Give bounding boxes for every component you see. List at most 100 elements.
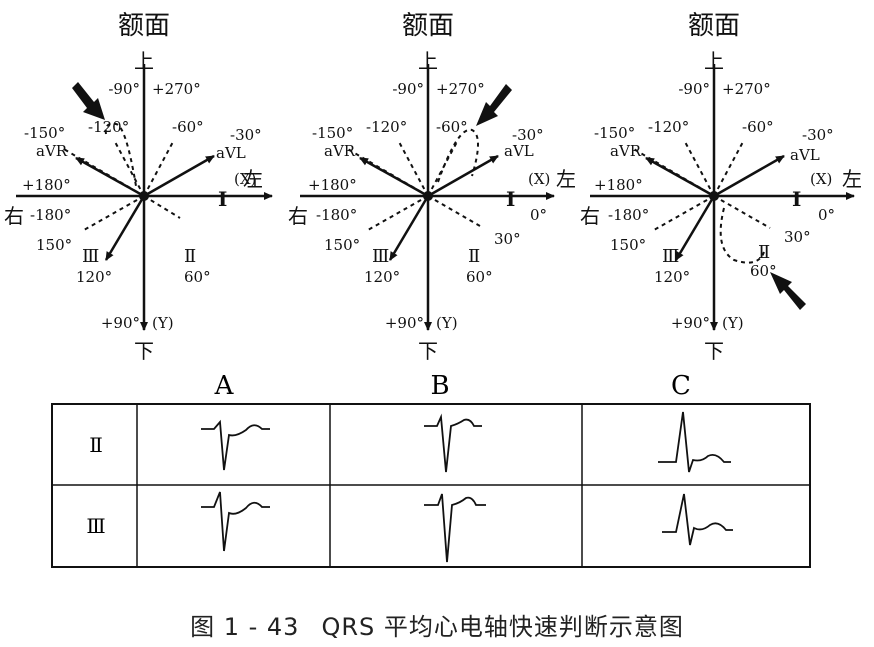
label-minus150: -150°: [24, 124, 65, 142]
origin-dot: [709, 191, 719, 201]
axis-diagram-b: 额面 上 下 右 左 -90° +270° -150° -120° -60° -…: [288, 11, 576, 363]
row-header-lead2: Ⅱ: [89, 433, 103, 457]
label-minus30: -30°: [802, 126, 834, 144]
ecg-waveform-icon: [424, 413, 482, 473]
avl-lead-arrow: [143, 154, 215, 198]
dashed-axis-150: [653, 195, 715, 231]
avr-lead-arrow: [359, 156, 429, 198]
label-lead3: Ⅲ: [662, 246, 679, 267]
label-y-axis: (Y): [722, 314, 744, 332]
label-minus120: -120°: [366, 118, 407, 136]
label-minus150: -150°: [594, 124, 635, 142]
label-120: 120°: [76, 268, 112, 286]
label-minus180: -180°: [316, 206, 357, 224]
dashed-axis-30: [427, 195, 481, 227]
direction-left-label: 左: [556, 167, 576, 191]
label-x-axis: (X): [528, 170, 550, 188]
direction-left-label: 左: [243, 167, 263, 191]
frontal-plane-heading: 额面: [688, 11, 740, 41]
label-plus270: +270°: [722, 80, 771, 98]
label-minus180: -180°: [30, 206, 71, 224]
direction-right-label: 右: [580, 204, 600, 228]
label-minus60: -60°: [172, 118, 204, 136]
label-plus90: +90°: [671, 314, 710, 332]
label-y-axis: (Y): [436, 314, 458, 332]
qrs-axis-curve: [104, 122, 137, 187]
ecg-waveform-icon: [662, 493, 733, 546]
origin-dot: [139, 191, 149, 201]
label-lead2: Ⅱ: [468, 246, 480, 267]
label-plus180: +180°: [22, 176, 71, 194]
ecg-waveform-icon: [201, 491, 270, 552]
label-0: 0°: [530, 206, 547, 224]
figure-caption-text: QRS 平均心电轴快速判断示意图: [321, 613, 684, 641]
label-minus120: -120°: [88, 118, 129, 136]
label-avl: aVL: [504, 142, 534, 160]
label-150: 150°: [324, 236, 360, 254]
lead3-arrow: [674, 195, 716, 261]
label-60: 60°: [466, 268, 493, 286]
direction-up-label: 上: [704, 49, 724, 73]
label-minus180: -180°: [608, 206, 649, 224]
direction-left-label: 左: [842, 167, 862, 191]
label-avl: aVL: [790, 146, 820, 164]
label-minus90: -90°: [392, 80, 424, 98]
row-header-lead3: Ⅲ: [86, 514, 105, 538]
label-lead3: Ⅲ: [82, 246, 99, 267]
avr-lead-arrow: [75, 156, 145, 198]
direction-up-label: 上: [134, 49, 154, 73]
label-150: 150°: [36, 236, 72, 254]
ecg-waveform-icon: [201, 419, 270, 471]
axis-diagram-a: 额面 上 下 右 左 -90° +270° -150° -120° -60° -…: [4, 11, 273, 363]
ecg-waveform-icon: [424, 493, 486, 563]
frontal-plane-heading: 额面: [118, 11, 170, 41]
dashed-axis-minus60: [713, 139, 745, 197]
label-plus270: +270°: [152, 80, 201, 98]
direction-down-label: 下: [134, 339, 154, 363]
pointer-arrow-icon: [770, 272, 806, 310]
label-plus90: +90°: [101, 314, 140, 332]
label-minus60: -60°: [742, 118, 774, 136]
dashed-axis-30: [713, 195, 771, 229]
axis-diagram-c: 额面 上 下 右 左 -90° +270° -150° -120° -60° -…: [580, 11, 862, 363]
label-plus180: +180°: [308, 176, 357, 194]
label-lead3: Ⅲ: [372, 246, 389, 267]
label-120: 120°: [364, 268, 400, 286]
label-30: 30°: [494, 230, 521, 248]
label-x-axis: (X): [234, 170, 256, 188]
lead3-arrow: [104, 195, 146, 261]
label-lead1: I: [218, 187, 227, 211]
figure-number: 图 1 - 43: [190, 613, 300, 641]
label-minus30: -30°: [230, 126, 262, 144]
direction-down-label: 下: [418, 339, 438, 363]
dashed-axis-150: [83, 195, 145, 231]
direction-right-label: 右: [288, 204, 308, 228]
label-120: 120°: [654, 268, 690, 286]
figure-caption: 图 1 - 43 QRS 平均心电轴快速判断示意图: [0, 607, 874, 642]
label-y-axis: (Y): [152, 314, 174, 332]
avr-lead-arrow: [645, 156, 715, 198]
dashed-axis-minus60: [143, 139, 175, 197]
qrs-axis-curve: [719, 207, 765, 264]
label-avr: aVR: [324, 142, 356, 160]
label-lead2: Ⅱ: [184, 246, 196, 267]
label-lead2: Ⅱ: [758, 242, 770, 263]
label-plus90: +90°: [385, 314, 424, 332]
ecg-waveform-icon: [658, 411, 731, 473]
pointer-arrow-icon: [476, 84, 512, 126]
label-x-axis: (X): [810, 170, 832, 188]
dashed-axis-minus120: [683, 139, 715, 197]
label-plus270: +270°: [436, 80, 485, 98]
label-60: 60°: [184, 268, 211, 286]
direction-down-label: 下: [704, 339, 724, 363]
lead3-arrow: [388, 195, 430, 261]
label-minus90: -90°: [678, 80, 710, 98]
label-plus180: +180°: [594, 176, 643, 194]
label-minus150: -150°: [312, 124, 353, 142]
qrs-axis-curve: [437, 128, 479, 183]
dashed-axis-minus60: [427, 139, 459, 197]
column-header-c: C: [671, 371, 691, 401]
label-0: 0°: [818, 206, 835, 224]
label-minus60: -60°: [436, 118, 468, 136]
waveform-table: A B C Ⅱ Ⅲ: [51, 371, 811, 568]
